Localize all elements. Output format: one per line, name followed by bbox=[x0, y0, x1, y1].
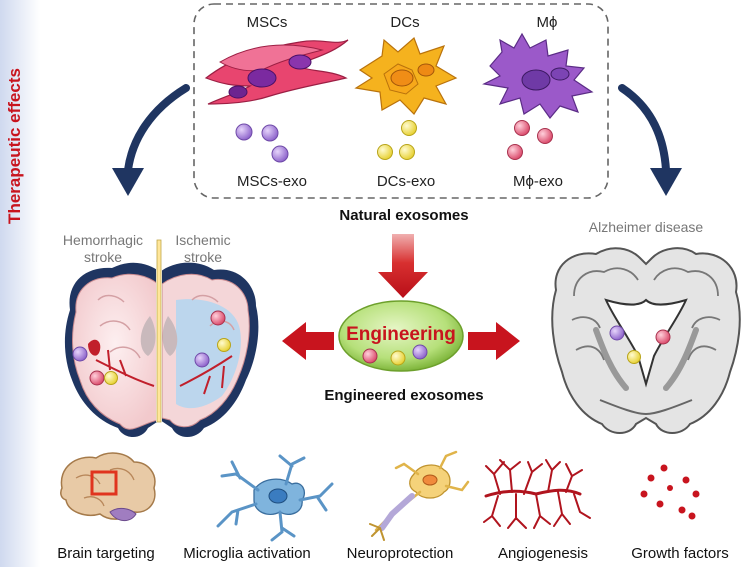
effect-label-microglia-activation: Microglia activation bbox=[183, 545, 311, 562]
engineered-exo-yellow bbox=[390, 350, 406, 366]
msc-cells-illustration bbox=[204, 39, 349, 105]
effect-label-angiogenesis: Angiogenesis bbox=[498, 545, 588, 562]
alz-exo-pink bbox=[655, 329, 671, 345]
alz-exo-yellow bbox=[627, 350, 641, 364]
cell-label-dcs: DCs bbox=[390, 14, 419, 31]
stroke-exo-yellow-2 bbox=[217, 338, 231, 352]
exo-label-dcs: DCs-exo bbox=[377, 173, 435, 190]
side-band bbox=[0, 0, 40, 567]
stroke-exo-yellow-1 bbox=[104, 371, 118, 385]
msc-exosome-cluster bbox=[235, 123, 289, 163]
brain-targeting-icon bbox=[60, 452, 156, 521]
dc-cells-illustration bbox=[354, 36, 458, 115]
effect-label-brain-targeting: Brain targeting bbox=[57, 545, 155, 562]
stroke-exo-pink-2 bbox=[210, 310, 226, 326]
navy-arrow-right bbox=[618, 84, 682, 196]
navy-arrow-left bbox=[112, 84, 190, 196]
growth-factors-icon bbox=[640, 464, 700, 520]
angiogenesis-icon bbox=[483, 459, 591, 529]
side-label: Therapeutic effects bbox=[5, 68, 24, 224]
engineering-label: Engineering bbox=[346, 324, 456, 345]
red-arrow-left bbox=[282, 322, 334, 360]
alz-exo-purple bbox=[609, 325, 625, 341]
cell-label-macrophage: Mϕ bbox=[537, 14, 558, 31]
red-arrow-down bbox=[378, 234, 428, 298]
neuroprotection-icon bbox=[369, 450, 470, 541]
stroke-exo-purple-1 bbox=[72, 346, 88, 362]
macrophage-cells-illustration bbox=[482, 32, 594, 119]
red-arrow-right bbox=[468, 322, 520, 360]
alzheimer-brain-illustration bbox=[551, 247, 741, 434]
microglia-activation-icon bbox=[216, 454, 334, 542]
stroke-brain-illustration bbox=[64, 239, 259, 437]
exo-label-mscs: MSCs-exo bbox=[237, 173, 307, 190]
natural-exosome-box bbox=[193, 3, 609, 199]
engineered-exo-purple bbox=[412, 344, 428, 360]
natural-exosomes-caption: Natural exosomes bbox=[339, 207, 468, 224]
alzheimer-label: Alzheimer disease bbox=[589, 219, 704, 235]
exo-label-macrophage: Mϕ-exo bbox=[513, 173, 563, 190]
effect-label-neuroprotection: Neuroprotection bbox=[347, 545, 454, 562]
effect-label-growth-factors: Growth factors bbox=[631, 545, 729, 562]
macrophage-exosome-cluster bbox=[507, 120, 553, 160]
stroke-exo-pink-1 bbox=[89, 370, 105, 386]
engineered-exosomes-caption: Engineered exosomes bbox=[324, 387, 483, 404]
cell-label-mscs: MSCs bbox=[247, 14, 288, 31]
engineered-exo-pink bbox=[362, 348, 378, 364]
dc-exosome-cluster bbox=[377, 120, 417, 160]
stroke-exo-purple-2 bbox=[194, 352, 210, 368]
